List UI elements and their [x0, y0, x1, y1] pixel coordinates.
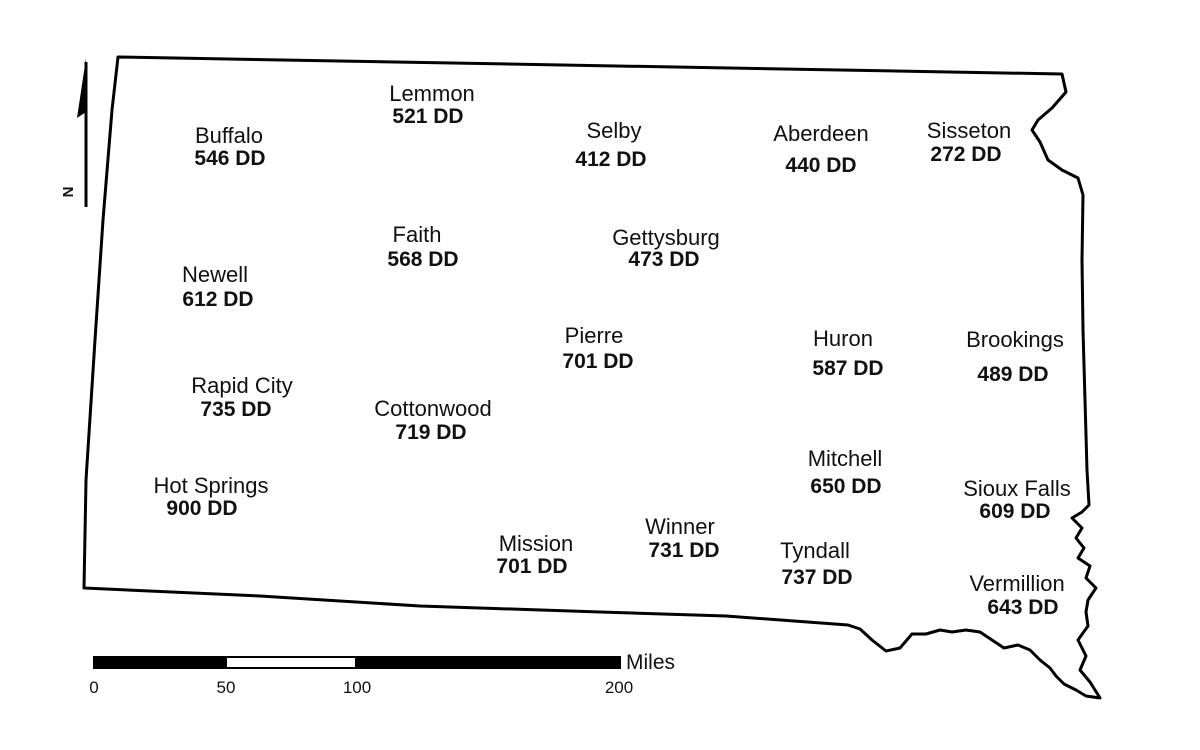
city-dd-value: 737 DD: [781, 566, 852, 589]
city-winner: Winner 731 DD: [645, 514, 719, 562]
city-name: Aberdeen: [773, 121, 868, 146]
city-name: Mission: [499, 531, 574, 556]
city-newell: Newell 612 DD: [182, 262, 254, 311]
city-dd-value: 521 DD: [392, 105, 463, 128]
city-dd-value: 612 DD: [182, 288, 253, 311]
city-dd-value: 719 DD: [395, 421, 466, 444]
scale-tick-0: 0: [89, 678, 98, 697]
north-label: N: [60, 187, 77, 198]
city-dd-value: 643 DD: [987, 596, 1058, 619]
city-aberdeen: Aberdeen 440 DD: [773, 121, 868, 177]
city-dd-value: 272 DD: [930, 143, 1001, 166]
city-dd-value: 735 DD: [200, 398, 271, 421]
city-name: Lemmon: [389, 81, 475, 106]
city-dd-value: 701 DD: [562, 350, 633, 373]
city-name: Brookings: [966, 327, 1064, 352]
city-dd-value: 489 DD: [977, 363, 1048, 386]
city-dd-value: 587 DD: [812, 357, 883, 380]
city-dd-value: 568 DD: [387, 248, 458, 271]
city-hot-springs: Hot Springs 900 DD: [154, 473, 269, 520]
city-name: Tyndall: [780, 538, 850, 563]
scale-bar: [93, 656, 621, 669]
city-name: Huron: [813, 326, 873, 351]
city-selby: Selby 412 DD: [575, 118, 646, 171]
city-dd-value: 609 DD: [979, 500, 1050, 523]
city-name: Vermillion: [969, 571, 1064, 596]
city-name: Pierre: [565, 323, 624, 348]
city-name: Buffalo: [195, 123, 263, 148]
city-sioux-falls: Sioux Falls 609 DD: [963, 476, 1071, 523]
city-lemmon: Lemmon 521 DD: [389, 81, 475, 128]
city-name: Selby: [586, 118, 641, 143]
city-name: Faith: [393, 222, 442, 247]
city-vermillion: Vermillion 643 DD: [969, 571, 1064, 619]
city-pierre: Pierre 701 DD: [562, 323, 633, 373]
city-dd-value: 650 DD: [810, 475, 881, 498]
scale-tick-50: 50: [217, 678, 236, 697]
city-tyndall: Tyndall 737 DD: [780, 538, 852, 589]
scale-tick-200: 200: [605, 678, 633, 697]
city-name: Mitchell: [808, 446, 883, 471]
city-faith: Faith 568 DD: [387, 222, 458, 271]
north-arrow-icon: [77, 58, 88, 207]
scale-tick-100: 100: [343, 678, 371, 697]
city-mitchell: Mitchell 650 DD: [808, 446, 883, 498]
city-name: Cottonwood: [374, 396, 491, 421]
city-rapid-city: Rapid City 735 DD: [191, 373, 292, 421]
state-outline: [82, 55, 1102, 700]
city-dd-value: 473 DD: [628, 248, 699, 271]
city-name: Newell: [182, 262, 248, 287]
city-buffalo: Buffalo 546 DD: [194, 123, 265, 170]
city-mission: Mission 701 DD: [496, 531, 573, 578]
city-cottonwood: Cottonwood 719 DD: [374, 396, 491, 444]
city-name: Sioux Falls: [963, 476, 1071, 501]
city-name: Gettysburg: [612, 225, 720, 250]
city-dd-value: 546 DD: [194, 147, 265, 170]
city-name: Sisseton: [927, 118, 1011, 143]
city-dd-value: 900 DD: [166, 497, 237, 520]
city-gettysburg: Gettysburg 473 DD: [612, 225, 720, 271]
city-sisseton: Sisseton 272 DD: [927, 118, 1011, 166]
city-name: Winner: [645, 514, 715, 539]
city-name: Rapid City: [191, 373, 292, 398]
city-dd-value: 440 DD: [785, 154, 856, 177]
scale-unit-label: Miles: [626, 651, 675, 674]
city-huron: Huron 587 DD: [812, 326, 883, 380]
city-name: Hot Springs: [154, 473, 269, 498]
city-dd-value: 412 DD: [575, 148, 646, 171]
city-dd-value: 701 DD: [496, 555, 567, 578]
city-brookings: Brookings 489 DD: [966, 327, 1064, 386]
city-dd-value: 731 DD: [648, 539, 719, 562]
